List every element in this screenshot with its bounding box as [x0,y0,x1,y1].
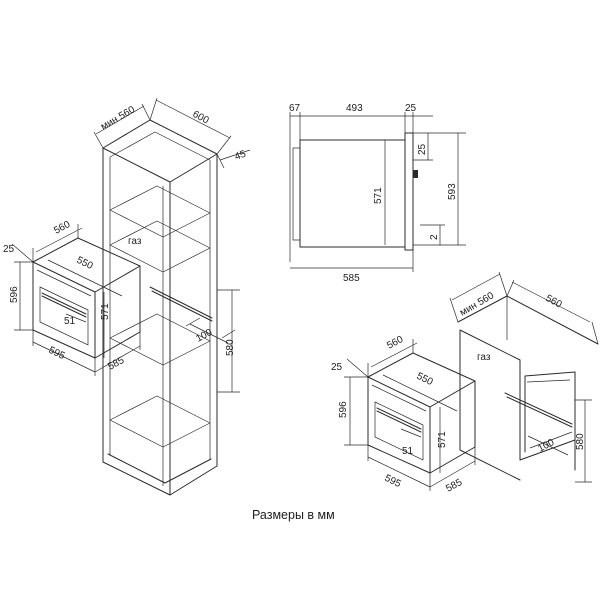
oven-right-door [371,384,427,461]
side-view-drawing: 67 493 25 25 571 593 2 585 [289,103,466,284]
oven-right-width-label: 560 [385,334,405,352]
oven-left-drawing: 560 25 550 596 571 51 595 585 [3,219,141,376]
base-cabinet-drawing: мин 560 560 газ 100 580 [449,271,599,483]
oven-right-handle [376,407,422,433]
side-gap-label: 2 [429,234,440,240]
oven-right-handle-label: 51 [402,446,414,457]
tall-cabinet-drawing: мин 560 600 45 газ 100 580 [93,97,251,496]
tall-cabinet-inner-frame [109,131,211,486]
oven-left-inner-width-label: 550 [75,255,95,272]
tall-depth-label: 600 [191,109,211,127]
side-view-body [299,132,414,251]
base-niche-height-label: 580 [575,433,586,450]
tall-cabinet-dimensions [93,97,251,393]
oven-right-front-width-label: 595 [383,473,403,490]
oven-left-door [36,269,92,346]
tall-ledge-label: 45 [233,149,248,163]
oven-left-offset-label: 25 [3,244,15,255]
oven-left-height-label: 596 [9,286,20,303]
tall-vent-label: 100 [194,327,214,345]
oven-right-height-label: 596 [338,401,349,418]
oven-left-width-label: 560 [52,219,72,237]
side-body-height-label: 571 [373,187,384,204]
side-body-depth-label: 493 [346,103,363,114]
base-gas-label: газ [477,352,491,363]
tall-cabinet-vent-slot [149,286,213,322]
base-vent-label: 100 [536,437,556,455]
base-cabinet-inner [506,296,573,449]
oven-right-depth-label: 585 [444,477,464,495]
base-cabinet-outline [457,295,599,481]
side-back-label: 67 [289,103,301,114]
side-panel-label: 25 [417,143,428,155]
base-cabinet-vent-slot [504,392,573,428]
tall-cabinet-shelves [109,185,211,448]
oven-right-drawing: 25 560 550 596 571 51 595 585 [331,334,476,495]
oven-left-inner-height-label: 571 [100,303,111,320]
side-view-back-plate [292,147,300,241]
oven-left-dimensions [11,224,141,376]
tall-min-width-label: мин 560 [99,104,137,132]
oven-right-inner-height-label: 571 [437,431,448,448]
dimensions-caption: Размеры в мм [252,508,335,522]
side-total-height-label: 593 [447,183,458,200]
side-front-top-label: 25 [405,103,417,114]
side-view-knob [413,170,418,178]
oven-left-handle [41,292,87,318]
tall-niche-height-label: 580 [225,339,236,356]
tall-cabinet-outline [102,119,218,496]
oven-right-inner-width-label: 550 [415,371,435,388]
oven-left-front-width-label: 595 [47,345,67,362]
base-cabinet-dimensions [449,271,599,483]
oven-right-offset-label: 25 [331,362,343,373]
side-total-depth-label: 585 [343,273,360,284]
oven-right-dimensions [344,339,476,491]
oven-left-handle-label: 51 [64,316,76,327]
tall-gas-label: газ [128,236,142,247]
oven-left-body [32,237,141,359]
base-depth-label: 560 [544,293,564,311]
oven-left-depth-label: 585 [106,355,126,373]
side-view-dimensions [289,112,466,272]
